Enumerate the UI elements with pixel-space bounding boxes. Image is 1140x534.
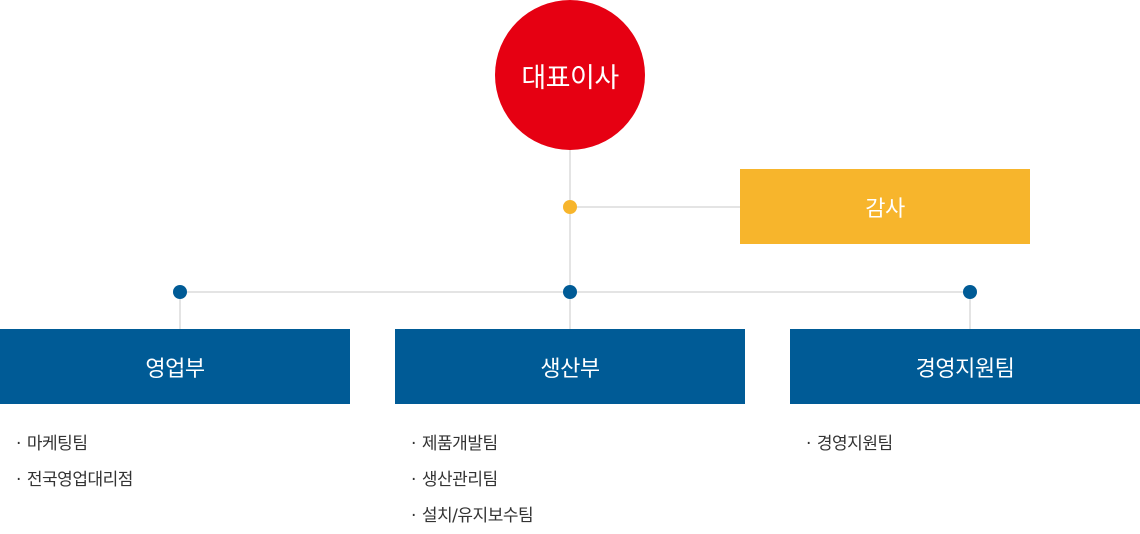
team-item: ·경영지원팀 <box>806 426 893 462</box>
team-item: ·설치/유지보수팀 <box>411 498 534 534</box>
department-label: 영업부 <box>145 356 205 382</box>
department-box-production: 생산부 <box>395 329 745 404</box>
dept-node-center <box>563 285 577 299</box>
bullet: · <box>16 434 21 454</box>
bullet: · <box>16 470 21 490</box>
connector-lines <box>173 150 977 329</box>
department-label: 경영지원팀 <box>915 356 1015 382</box>
bullet: · <box>411 506 416 526</box>
bullet: · <box>806 434 811 454</box>
audit-junction-node <box>563 200 577 214</box>
team-list-sales: ·마케팅팀 ·전국영업대리점 <box>16 426 133 498</box>
department-box-sales: 영업부 <box>0 329 350 404</box>
team-label: 생산관리팀 <box>421 470 498 490</box>
team-item: ·생산관리팀 <box>411 462 533 498</box>
department-box-management-support: 경영지원팀 <box>790 329 1140 404</box>
team-item: ·마케팅팀 <box>16 426 133 462</box>
audit-label: 감사 <box>865 196 905 222</box>
department-label: 생산부 <box>540 356 600 382</box>
dept-node-left <box>173 285 187 299</box>
team-list-production: ·제품개발팀 ·생산관리팀 ·설치/유지보수팀 <box>411 426 534 534</box>
team-label: 전국영업대리점 <box>26 470 133 490</box>
dept-node-right <box>963 285 977 299</box>
team-item: ·제품개발팀 <box>411 426 533 462</box>
audit-box: 감사 <box>740 169 1030 244</box>
bullet: · <box>411 434 416 454</box>
ceo-label: 대표이사 <box>521 62 619 94</box>
ceo-node: 대표이사 <box>495 0 645 150</box>
team-item: ·전국영업대리점 <box>16 462 133 498</box>
team-label: 제품개발팀 <box>421 434 498 454</box>
team-list-management-support: ·경영지원팀 <box>806 426 893 462</box>
team-label: 경영지원팀 <box>816 434 893 454</box>
team-label: 마케팅팀 <box>26 434 88 454</box>
team-label: 설치/유지보수팀 <box>421 506 534 526</box>
bullet: · <box>411 470 416 490</box>
